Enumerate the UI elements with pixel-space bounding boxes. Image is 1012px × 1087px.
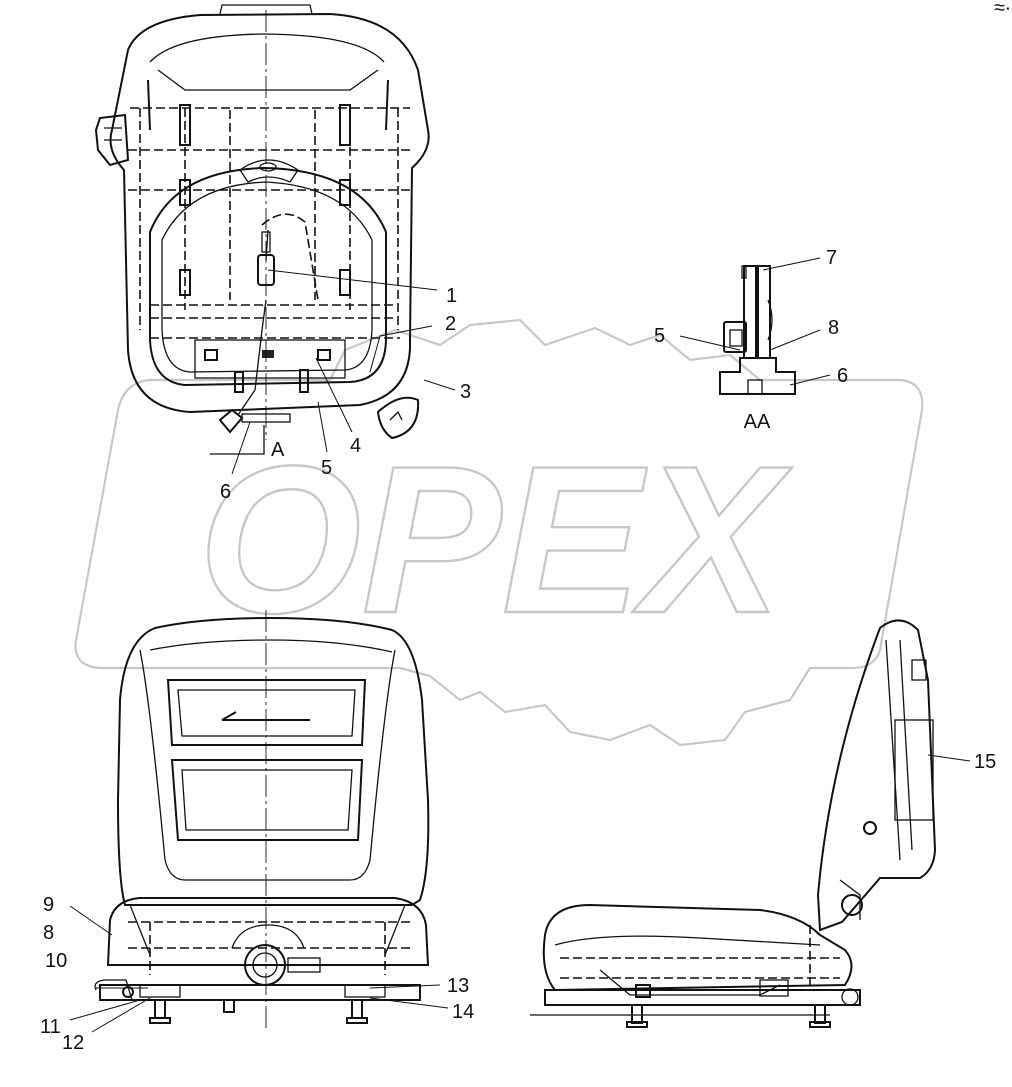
callout-labels: 1 2 3 4 5 6 7 5 8 6 15 9 8 10 11 12 13 1… <box>40 247 996 1054</box>
switch-body <box>723 321 747 353</box>
callout-1: 1 <box>446 285 457 307</box>
seat-pan-contour <box>149 166 387 387</box>
side-slide-rail <box>544 989 861 1006</box>
left-lever-bracket <box>94 113 130 167</box>
seat-base-rail <box>99 984 421 1001</box>
corner-mark: ≈∙ <box>994 0 1011 19</box>
section-view-label: AA <box>744 411 771 433</box>
callout-15: 15 <box>974 751 996 773</box>
callout-10: 10 <box>45 950 67 972</box>
side-backrest-outline <box>816 619 937 932</box>
seat-side-view <box>530 619 937 1028</box>
watermark-gear-outline <box>74 318 924 747</box>
callout-9: 9 <box>43 894 54 916</box>
side-cushion-outline <box>542 903 853 992</box>
backrest-lower-panel <box>170 759 364 841</box>
leader-lines <box>69 257 971 1033</box>
section-cut-label: A <box>271 439 285 461</box>
callout-6-top: 6 <box>220 481 231 503</box>
cushion-outline-top <box>109 12 430 414</box>
callout-2: 2 <box>445 313 456 335</box>
recline-pivot <box>841 894 863 916</box>
callout-4: 4 <box>350 435 361 457</box>
side-backrest-panel <box>894 719 934 821</box>
callout-5-top: 5 <box>321 457 332 479</box>
section-aa-view: AA <box>719 265 796 433</box>
callout-5-section: 5 <box>654 325 665 347</box>
backrest-upper-panel <box>166 679 367 746</box>
callout-8-section: 8 <box>828 317 839 339</box>
callout-11: 11 <box>40 1016 61 1038</box>
watermark-text: OPEX <box>198 422 792 657</box>
hidden-frame <box>128 107 410 339</box>
section-bracket-right <box>757 265 771 359</box>
seat-underside-view <box>94 4 430 455</box>
side-slots <box>179 104 351 296</box>
section-cut-marker <box>210 425 265 455</box>
callout-12: 12 <box>62 1032 84 1054</box>
switch-mounting-plate <box>194 339 346 379</box>
seat-cushion-front <box>106 897 430 966</box>
callout-7: 7 <box>826 247 837 269</box>
callout-8-front: 8 <box>43 922 54 944</box>
section-base-plate <box>719 357 796 395</box>
right-adjust-knob <box>376 396 420 440</box>
callout-13: 13 <box>447 975 469 997</box>
seat-front-view <box>94 610 430 1030</box>
callout-14: 14 <box>452 1001 474 1023</box>
callout-6-section: 6 <box>837 365 848 387</box>
backrest-outline <box>116 616 430 906</box>
callout-3: 3 <box>460 381 471 403</box>
